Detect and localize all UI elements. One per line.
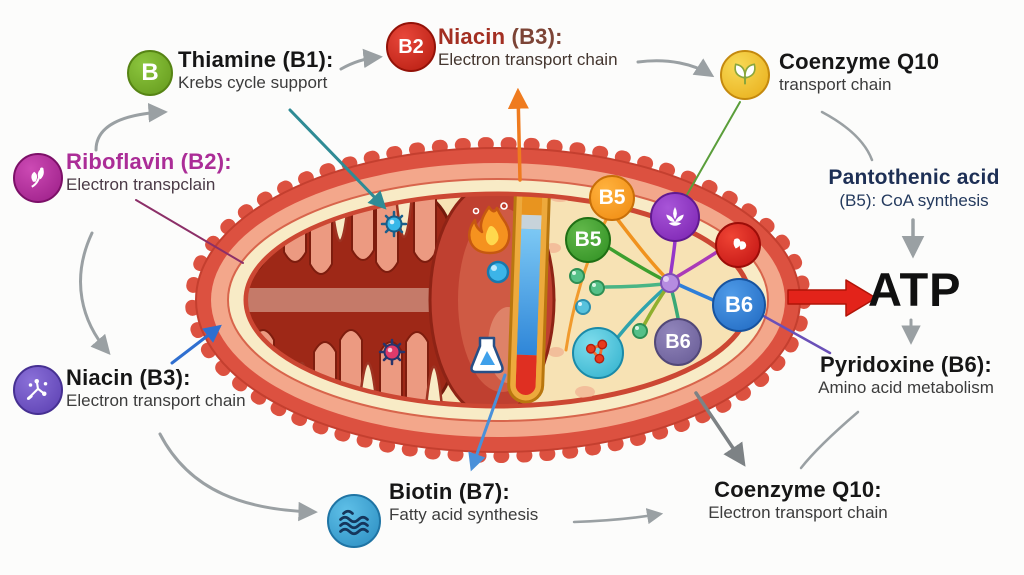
molecule-icon <box>26 379 48 400</box>
coq10-badge <box>720 50 770 100</box>
coq10-top-label: Coenzyme Q10 transport chain <box>779 49 939 95</box>
biotin-badge <box>327 494 381 548</box>
line-riboflavin-to-mito <box>135 199 244 264</box>
gear-icon-pink <box>378 338 406 366</box>
b6-purple-badge: B6 <box>654 318 702 366</box>
atp-arrow <box>787 279 877 317</box>
pyridoxine-label: Pyridoxine (B6): Amino acid metabolism <box>795 352 1017 398</box>
niacin-left-badge <box>13 365 63 415</box>
pantothenic-title: Pantothenic acid <box>828 166 1000 189</box>
pantothenic-label: Pantothenic acid (B5): CoA synthesis <box>808 166 1020 211</box>
arrow-niacin-to-membrane <box>170 324 222 365</box>
niacin-top-title: Niacin <box>438 24 506 49</box>
arrow-riboflavin-to-thiamine <box>94 103 168 152</box>
flask-icon <box>470 336 504 374</box>
line-b6-to-pyridoxine <box>756 311 832 355</box>
b2-badge-letter: B2 <box>398 35 424 58</box>
thiamine-badge: B <box>127 50 173 96</box>
matrix-hub <box>660 273 680 293</box>
lotus-badge <box>650 192 700 242</box>
line-coq10-to-matrix <box>683 101 741 201</box>
dot-highlight <box>491 265 497 271</box>
biotin-title: Biotin (B7): <box>389 479 510 504</box>
arrow-biotin-to-coq10 <box>572 508 664 525</box>
b5-orange-badge: B5 <box>589 175 635 221</box>
riboflavin-title: Riboflavin (B2): <box>66 149 232 174</box>
arrow-thiamine-to-crista <box>288 108 387 210</box>
gray-arrows <box>79 48 925 525</box>
coq10-top-desc: transport chain <box>779 74 892 94</box>
b6-blue-badge: B6 <box>712 278 766 332</box>
pyridoxine-title: Pyridoxine (B6): <box>820 352 992 377</box>
thiamine-badge-letter: B <box>141 59 159 86</box>
biotin-label: Biotin (B7): Fatty acid synthesis <box>389 479 538 525</box>
waves-icon <box>339 509 369 536</box>
riboflavin-desc: Electron transpclain <box>66 174 216 194</box>
b5-green-label: B5 <box>574 228 602 251</box>
pantothenic-desc: (B5): CoA synthesis <box>839 190 989 210</box>
niacin-top-desc: Electron transport chain <box>438 49 618 69</box>
b6-purple-label: B6 <box>665 330 691 353</box>
arrow-niacin-to-coq10 <box>636 58 715 78</box>
arrow-mito-to-coq10-bottom <box>694 391 746 467</box>
curve-pyridoxine-to-coq10 <box>799 410 860 470</box>
heart-badge <box>715 222 761 268</box>
niacin-left-label: Niacin (B3): Electron transport chain <box>66 365 246 411</box>
riboflavin-label: Riboflavin (B2): Electron transpclain <box>66 149 232 195</box>
niacin-left-desc: Electron transport chain <box>66 390 246 410</box>
b6-blue-label: B6 <box>724 292 754 317</box>
thiamine-title: Thiamine (B1): <box>178 47 334 72</box>
matrix-small-spheres <box>569 268 648 339</box>
arrow-niacin-to-biotin <box>158 432 318 522</box>
thiamine-desc: Krebs cycle support <box>178 72 328 92</box>
flame-icon <box>467 202 511 255</box>
thiamine-label: Thiamine (B1): Krebs cycle support <box>178 47 334 93</box>
arrow-thiamine-to-b2 <box>339 48 383 71</box>
arrow-band-to-niacin-top <box>507 87 529 182</box>
molecule-badge <box>572 327 624 379</box>
pyridoxine-desc: Amino acid metabolism <box>818 377 994 397</box>
coq10-top-title: Coenzyme Q10 <box>779 49 940 74</box>
double-leaf-icon <box>734 63 756 85</box>
arrow-flask-to-biotin <box>468 373 507 472</box>
capsule-band <box>507 194 551 404</box>
b2-badge: B2 <box>386 22 436 72</box>
riboflavin-badge <box>13 153 63 203</box>
coq10-bottom-title: Coenzyme Q10: <box>714 477 882 502</box>
leaf-sprig-icon <box>31 167 44 188</box>
colored-arrows <box>135 87 832 472</box>
gear-icon <box>380 210 408 238</box>
red-molecule-icon <box>585 339 608 364</box>
niacin-left-title: Niacin (B3): <box>66 365 191 390</box>
niacin-top-label: Niacin (B3): Electron transport chain <box>438 24 618 70</box>
b5-green-badge: B5 <box>565 217 611 263</box>
coq10-bottom-desc: Electron transport chain <box>708 502 888 522</box>
niacin-top-title-suffix: (B3): <box>511 24 563 49</box>
arrow-riboflavin-to-niacin <box>79 231 111 355</box>
curve-coq10-to-pantothenic <box>820 110 874 162</box>
b5-orange-label: B5 <box>598 186 626 209</box>
heart-leaves-icon <box>733 238 747 250</box>
coq10-bottom-label: Coenzyme Q10: Electron transport chain <box>688 477 908 523</box>
lotus-icon <box>666 207 684 226</box>
atp-label: ATP <box>868 263 962 316</box>
biotin-desc: Fatty acid synthesis <box>389 504 539 524</box>
matrix-dot-blue <box>486 260 510 284</box>
